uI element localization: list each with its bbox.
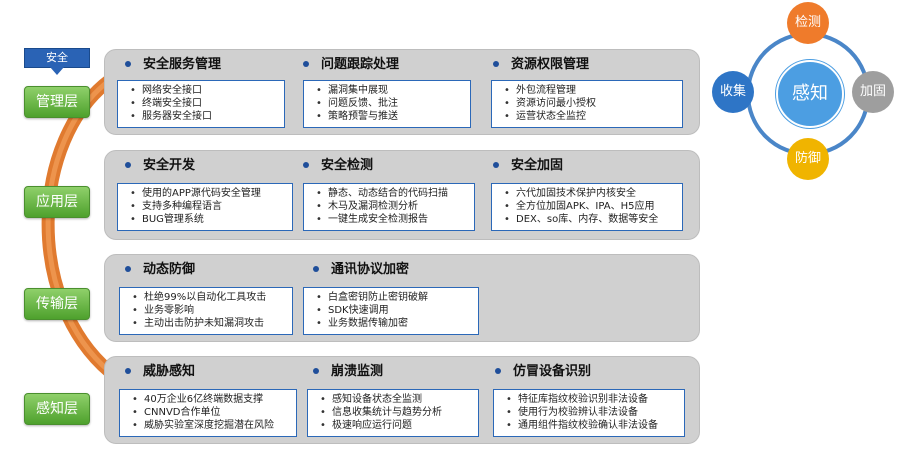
cycle-node-detect: 检测 [787,2,829,44]
feature-title: 通讯协议加密 [313,261,409,279]
feature-title: 安全检测 [303,157,373,175]
feature-list: 六代加固技术保护内核安全全方位加固APK、IPA、H5应用DEX、so库、内存、… [491,183,683,231]
bullet-icon [303,161,309,168]
feature-column: 安全检测 [303,157,373,175]
feature-title: 安全开发 [125,157,195,175]
cycle-node-defend: 防御 [787,138,829,180]
feature-list: 漏洞集中展现问题反馈、批注策略预警与推送 [303,80,471,128]
feature-column: 问题跟踪处理 [303,56,399,74]
application-layer-panel: 安全开发 使用的APP源代码安全管理支持多种编程语言BUG管理系统 安全检测 静… [104,150,700,240]
bullet-icon [303,60,309,67]
feature-column: 安全服务管理 [125,56,221,74]
feature-column: 通讯协议加密 [313,261,409,279]
feature-list: 感知设备状态全监测信息收集统计与趋势分析极速响应运行问题 [307,389,479,437]
bullet-icon [125,161,131,168]
feature-column: 资源权限管理 [493,56,589,74]
feature-column: 崩溃监测 [313,363,383,381]
feature-column: 仿冒设备识别 [495,363,591,381]
feature-column: 威胁感知 [125,363,195,381]
feature-list: 网络安全接口终端安全接口服务器安全接口 [117,80,285,128]
bullet-icon [493,60,499,67]
feature-list: 杜绝99%以自动化工具攻击业务零影响主动出击防护未知漏洞攻击 [119,287,293,335]
feature-title: 资源权限管理 [493,56,589,74]
feature-list: 白盒密钥防止密钥破解SDK快速调用业务数据传输加密 [303,287,479,335]
cycle-node-collect: 收集 [712,71,754,113]
layer-label-transport: 传输层 [24,288,90,320]
perception-layer-panel: 威胁感知 40万企业6亿终端数据支撑CNNVD合作单位威胁实验室深度挖掘潜在风险… [104,356,700,444]
cycle-node-harden: 加固 [852,71,894,113]
feature-list: 使用的APP源代码安全管理支持多种编程语言BUG管理系统 [117,183,293,231]
feature-column: 安全加固 [493,157,563,175]
bullet-icon [313,265,319,272]
bullet-icon [125,265,131,272]
feature-title: 仿冒设备识别 [495,363,591,381]
feature-list: 外包流程管理资源访问最小授权运营状态全监控 [491,80,683,128]
down-arrow-icon [50,67,64,75]
feature-title: 问题跟踪处理 [303,56,399,74]
bullet-icon [125,60,131,67]
feature-title: 崩溃监测 [313,363,383,381]
feature-list: 40万企业6亿终端数据支撑CNNVD合作单位威胁实验室深度挖掘潜在风险 [119,389,297,437]
feature-title: 动态防御 [125,261,195,279]
feature-title: 安全加固 [493,157,563,175]
layer-label-application: 应用层 [24,186,90,218]
bullet-icon [493,161,499,168]
bullet-icon [495,367,501,374]
transport-layer-panel: 动态防御 杜绝99%以自动化工具攻击业务零影响主动出击防护未知漏洞攻击 通讯协议… [104,254,700,342]
layer-label-perception: 感知层 [24,393,90,425]
bullet-icon [313,367,319,374]
security-tag: 安全 [24,48,90,68]
layer-label-management: 管理层 [24,86,90,118]
management-layer-panel: 安全服务管理 网络安全接口终端安全接口服务器安全接口 问题跟踪处理 漏洞集中展现… [104,49,700,135]
feature-list: 特征库指纹校验识别非法设备使用行为校验辨认非法设备通用组件指纹校验确认非法设备 [493,389,685,437]
bullet-icon [125,367,131,374]
cycle-center: 感知 [776,60,844,128]
feature-list: 静态、动态结合的代码扫描木马及漏洞检测分析一键生成安全检测报告 [303,183,475,231]
feature-column: 动态防御 [125,261,195,279]
feature-title: 安全服务管理 [125,56,221,74]
feature-title: 威胁感知 [125,363,195,381]
feature-column: 安全开发 [125,157,195,175]
